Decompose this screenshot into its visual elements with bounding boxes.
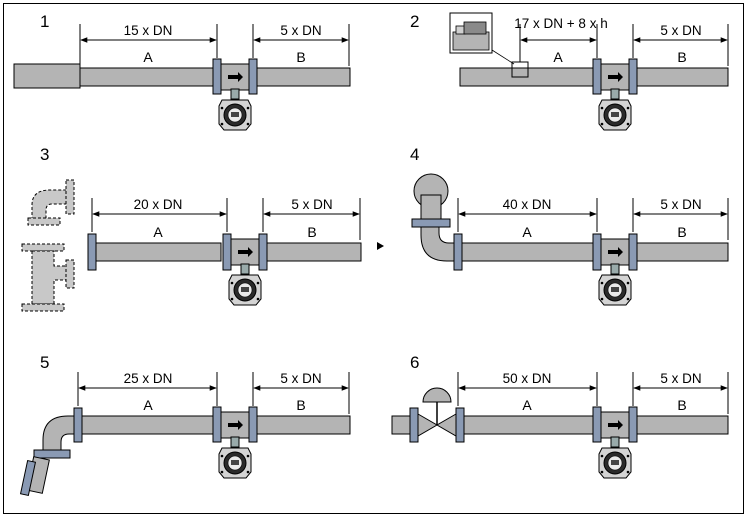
panel-1-number: 1 <box>40 12 49 31</box>
panel-3-tee-fitting <box>21 243 75 312</box>
panel-4-flow-arrow-icon <box>608 247 623 257</box>
panel-6-pipe-run-a <box>463 415 596 435</box>
panel-3: 3 20 x DN 5 x DN A B <box>21 145 384 312</box>
panel-4-label-b: B <box>677 224 686 240</box>
panel-2-flange-out <box>628 58 638 95</box>
panel-5-upstream-length: 25 x DN <box>124 371 173 386</box>
panel-5-label-b: B <box>296 397 305 413</box>
panel-6-upstream-length: 50 x DN <box>503 371 552 386</box>
panel-4-label-a: A <box>522 224 532 240</box>
panel-4-inlet-flange <box>453 233 463 271</box>
diagram-border <box>3 3 744 514</box>
panel-5: 5 25 x DN 5 x DN A B <box>19 353 351 497</box>
panel-6-flange-in <box>592 406 602 443</box>
panel-6-number: 6 <box>410 353 419 372</box>
panel-2-label-b: B <box>677 49 686 65</box>
panel-6-downstream-length: 5 x DN <box>660 371 701 386</box>
panel-1-inlet-pipe <box>13 63 81 89</box>
panel-4-pipe-run-a <box>461 242 596 262</box>
panel-5-inlet-flange <box>73 407 83 443</box>
panel-4: 4 40 x DN 5 x DN A B <box>410 145 729 306</box>
panel-4-upstream-length: 40 x DN <box>503 197 552 212</box>
panel-5-number: 5 <box>40 353 49 372</box>
panel-5-flow-arrow-icon <box>228 420 243 430</box>
panel-1-flange-in <box>212 58 222 95</box>
panel-5-transmitter-icon <box>218 436 252 479</box>
panel-3-label-b: B <box>307 224 316 240</box>
panel-2-flange-in <box>592 58 602 95</box>
panel-2-pump-icon <box>463 21 487 35</box>
panel-4-flange-in <box>592 233 602 271</box>
panel-3-pipe-run-b <box>265 242 362 262</box>
panel-6: 6 50 x DN 5 x DN A B <box>391 353 729 479</box>
panel-1-upstream-length: 15 x DN <box>124 23 173 38</box>
panel-5-elbow-fitting <box>19 415 75 497</box>
panel-2-pipe-run-b <box>635 67 729 87</box>
panel-4-double-elbow <box>411 173 456 262</box>
panel-1-flow-arrow-icon <box>228 72 243 82</box>
panel-4-transmitter-icon <box>598 263 632 306</box>
panel-5-downstream-length: 5 x DN <box>280 371 321 386</box>
panel-4-number: 4 <box>410 145 419 164</box>
panel-2-flow-arrow-icon <box>608 72 623 82</box>
panel-5-label-a: A <box>143 397 153 413</box>
panel-3-inlet-flange <box>87 233 97 271</box>
panel-1-pipe-run-b <box>255 67 351 87</box>
panel-2: 2 17 x DN + 8 x h 5 x DN A B <box>410 12 729 131</box>
panel-2-transmitter-icon <box>598 88 632 131</box>
panel-2-downstream-length: 5 x DN <box>660 23 701 38</box>
panel-6-valve-icon <box>391 387 457 443</box>
panel-6-flange-out <box>628 406 638 443</box>
panel-4-downstream-length: 5 x DN <box>660 197 701 212</box>
panel-6-transmitter-icon <box>598 436 632 479</box>
panel-2-upstream-length: 17 x DN + 8 x h <box>514 16 607 31</box>
panel-3-pipe-run-a <box>95 242 222 262</box>
panel-1-flange-out <box>248 58 258 95</box>
panel-5-flange-out <box>248 406 258 443</box>
panel-6-flow-arrow-icon <box>608 420 623 430</box>
panel-3-flange-in <box>222 233 232 271</box>
panel-3-elbow-fitting <box>27 179 75 226</box>
panel-6-inlet-flange <box>455 407 465 443</box>
panel-4-flange-out <box>628 233 638 271</box>
panel-1-transmitter-icon <box>218 88 252 131</box>
panel-3-flow-arrow-icon <box>238 247 253 257</box>
panel-6-label-b: B <box>677 397 686 413</box>
panel-1-pipe-run-a <box>79 67 216 87</box>
panel-4-pipe-run-b <box>635 242 729 262</box>
panel-3-label-a: A <box>153 224 163 240</box>
panel-3-downstream-length: 5 x DN <box>291 197 332 212</box>
panel-3-upstream-length: 20 x DN <box>134 197 183 212</box>
panel-3-continuation-arrow-icon <box>377 242 384 250</box>
panel-1: 1 15 x DN 5 x DN A B <box>13 12 351 131</box>
panel-2-label-a: A <box>553 49 563 65</box>
panel-1-downstream-length: 5 x DN <box>280 23 321 38</box>
panel-6-label-a: A <box>522 397 532 413</box>
panel-1-label-a: A <box>143 49 153 65</box>
panel-6-pipe-run-b <box>635 415 729 435</box>
panel-5-pipe-run-b <box>255 415 351 435</box>
panel-3-flange-out <box>258 233 268 271</box>
panel-5-pipe-run-a <box>81 415 216 435</box>
panel-4-flowmeter-body <box>600 238 630 266</box>
panel-5-flange-in <box>212 406 222 443</box>
panel-1-label-b: B <box>296 49 305 65</box>
panel-3-number: 3 <box>40 145 49 164</box>
panel-2-number: 2 <box>410 12 419 31</box>
panel-3-transmitter-icon <box>228 263 262 306</box>
